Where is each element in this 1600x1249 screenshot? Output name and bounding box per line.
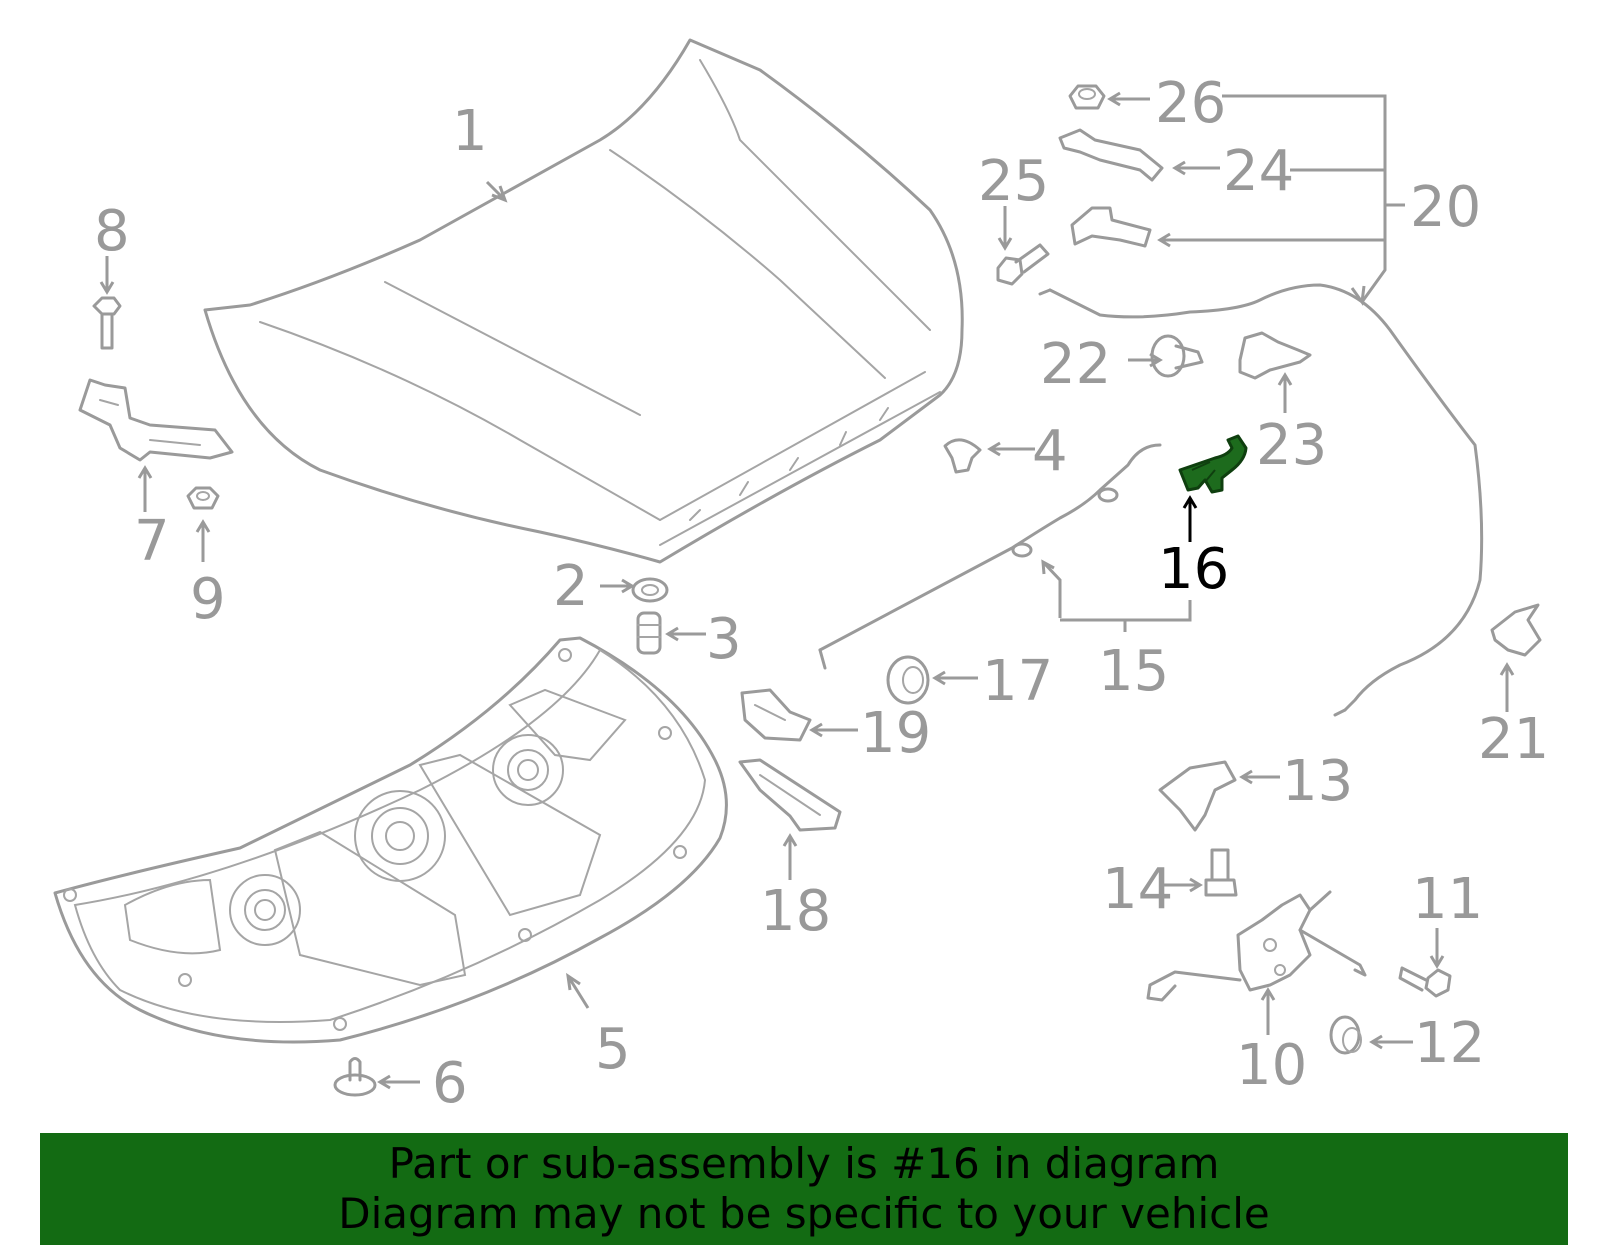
callout-19: 19: [860, 701, 931, 766]
callout-10: 10: [1236, 1033, 1307, 1098]
callout-15: 15: [1098, 639, 1169, 704]
banner-line-2: Diagram may not be specific to your vehi…: [338, 1189, 1270, 1238]
info-banner: Part or sub-assembly is #16 in diagram D…: [40, 1133, 1568, 1245]
callout-4: 4: [1032, 419, 1068, 484]
banner-line-1: Part or sub-assembly is #16 in diagram: [388, 1139, 1220, 1188]
release-cable-20[interactable]: [1038, 283, 1484, 717]
callout-1: 1: [452, 99, 488, 164]
nut-26[interactable]: [1068, 84, 1106, 110]
clip-6[interactable]: [333, 1057, 377, 1097]
hood-panel[interactable]: [203, 38, 964, 564]
hood-latch-10[interactable]: [1146, 890, 1367, 1002]
support-rod-15[interactable]: [818, 443, 1162, 670]
bracket-24[interactable]: [1058, 128, 1164, 182]
callout-14: 14: [1102, 857, 1173, 922]
grommet-17[interactable]: [886, 655, 930, 705]
bracket-23[interactable]: [1238, 331, 1312, 380]
callout-22: 22: [1040, 332, 1111, 397]
bolt-11[interactable]: [1398, 966, 1452, 998]
callout-18: 18: [760, 879, 831, 944]
callout-5: 5: [595, 1017, 631, 1082]
callout-7: 7: [134, 509, 170, 574]
clip-4[interactable]: [943, 438, 982, 474]
callout-9: 9: [190, 567, 226, 632]
callout-16: 16: [1158, 537, 1229, 602]
callout-3: 3: [706, 607, 742, 672]
callout-12: 12: [1414, 1011, 1485, 1076]
grommet-22[interactable]: [1150, 334, 1204, 378]
callout-25: 25: [978, 149, 1049, 214]
washer-2[interactable]: [631, 577, 669, 603]
bolt-14[interactable]: [1204, 848, 1238, 897]
callout-26: 26: [1155, 71, 1226, 136]
callout-13: 13: [1282, 749, 1353, 814]
bumper-3[interactable]: [636, 611, 662, 655]
callout-8: 8: [94, 199, 130, 264]
rod-holder-16-highlighted[interactable]: [1178, 434, 1248, 494]
parts-diagram: 1 5 2 3 4 6: [53, 38, 1549, 1116]
bolt-8[interactable]: [92, 296, 122, 350]
callout-23: 23: [1256, 413, 1327, 478]
callout-2: 2: [553, 554, 589, 619]
callout-11: 11: [1412, 867, 1483, 932]
bracket-19[interactable]: [740, 688, 812, 742]
nut-9[interactable]: [186, 486, 220, 510]
bolt-25[interactable]: [996, 243, 1050, 286]
hood-hinge-7[interactable]: [78, 378, 234, 462]
callout-17: 17: [982, 649, 1053, 714]
clip-12[interactable]: [1329, 1015, 1362, 1055]
callout-21: 21: [1478, 707, 1549, 772]
callout-20: 20: [1410, 175, 1481, 240]
callout-24: 24: [1223, 139, 1294, 204]
bracket-13[interactable]: [1158, 760, 1237, 832]
hood-insulator[interactable]: [53, 636, 728, 1044]
handle-21[interactable]: [1490, 603, 1542, 657]
bracket-18[interactable]: [738, 758, 842, 832]
callout-6: 6: [432, 1051, 468, 1116]
bracket-lower-cable-20[interactable]: [1070, 206, 1152, 248]
